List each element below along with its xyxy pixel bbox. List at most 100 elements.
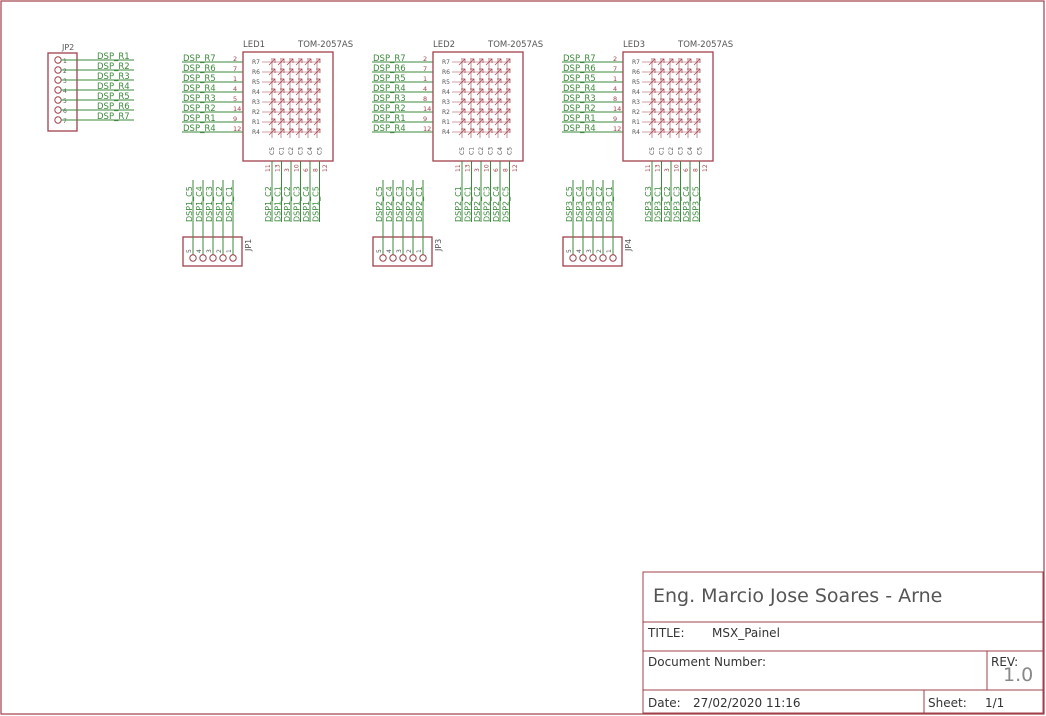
row-net-label: DSP_R1: [183, 114, 216, 124]
column-pin-number: 3: [664, 168, 671, 172]
connector-net-label: DSP1_C2: [215, 186, 224, 222]
header-pin-number: 3: [63, 78, 67, 85]
column-label: C2: [478, 147, 485, 155]
led-diode-mark: [693, 108, 701, 116]
matrix-value: TOM-2057AS: [677, 40, 733, 50]
led-diode-mark: [467, 128, 475, 136]
row-net-label: DSP_R6: [563, 64, 596, 74]
connector-net-label: DSP1_C5: [185, 186, 194, 222]
column-pin-number: 13: [655, 164, 662, 172]
led-diode-mark: [313, 128, 321, 136]
led-diode-mark: [693, 98, 701, 106]
company-name: Eng. Marcio Jose Soares - Arne: [653, 585, 942, 607]
column-pin-number: 13: [465, 164, 472, 172]
led-diode-mark: [485, 118, 493, 126]
row-pin-number: 7: [233, 65, 237, 73]
row-pin-number: 2: [233, 55, 237, 63]
led-diode-mark: [675, 78, 683, 86]
column-net-label: DSP1_C3: [293, 186, 302, 222]
row-label: R6: [442, 69, 450, 76]
led-diode-mark: [693, 118, 701, 126]
connector-pin-circle: [599, 254, 607, 262]
row-label: R6: [632, 69, 640, 76]
header-pin-circle: [54, 86, 62, 94]
led-diode-mark: [295, 128, 303, 136]
row-pin-number: 9: [423, 115, 427, 123]
connector-pin-circle: [379, 254, 387, 262]
led-diode-mark: [657, 128, 665, 136]
column-net-label: DSP1_C2: [283, 186, 292, 222]
led-diode-mark: [268, 118, 276, 126]
led-diode-mark: [458, 78, 466, 86]
row-label: R3: [252, 99, 260, 106]
row-pin-number: 2: [423, 55, 427, 63]
matrix-value: TOM-2057AS: [297, 40, 353, 50]
row-label: R7: [252, 59, 260, 66]
led-diode-mark: [648, 108, 656, 116]
led-diode-mark: [684, 88, 692, 96]
row-net-label: DSP_R1: [373, 114, 406, 124]
date-value: 27/02/2020 11:16: [693, 696, 801, 710]
connector-pin-number: 5: [376, 249, 383, 253]
led-diode-mark: [675, 118, 683, 126]
row-pin-number: 8: [423, 95, 427, 103]
connector-net-label: DSP3_C3: [585, 186, 594, 222]
led-diode-mark: [313, 98, 321, 106]
connector-pin-number: 1: [226, 249, 233, 253]
row-net-label: DSP_R2: [183, 104, 216, 114]
matrix-name: LED1: [243, 40, 265, 50]
led-diode-mark: [485, 58, 493, 66]
led-diode-mark: [476, 98, 484, 106]
rev-value: 1.0: [1003, 664, 1033, 686]
row-pin-number: 1: [423, 75, 427, 83]
row-label: R2: [252, 109, 260, 116]
connector-pin-circle: [189, 254, 197, 262]
led-diode-mark: [675, 58, 683, 66]
column-pin-number: 8: [693, 168, 700, 172]
led-diode-mark: [693, 128, 701, 136]
led-diode-mark: [458, 128, 466, 136]
row-label: R3: [632, 99, 640, 106]
led-diode-mark: [684, 108, 692, 116]
header-pin-circle: [54, 96, 62, 104]
column-net-label: DSP1_C4: [302, 186, 311, 222]
led-diode-mark: [476, 78, 484, 86]
row-label: R4: [252, 89, 260, 96]
led-diode-mark: [277, 98, 285, 106]
connector-name: JP1: [244, 239, 253, 252]
led-diode-mark: [268, 108, 276, 116]
led-diode-mark: [476, 68, 484, 76]
led-diode-mark: [494, 128, 502, 136]
led-diode-mark: [286, 108, 294, 116]
led-diode-mark: [467, 78, 475, 86]
row-net-label: DSP_R6: [183, 64, 216, 74]
connector-pin-circle: [409, 254, 417, 262]
led-diode-mark: [494, 58, 502, 66]
header-net-label: DSP_R5: [97, 92, 130, 102]
column-net-label: DSP3_C2: [663, 186, 672, 222]
header-pin-number: 1: [63, 58, 67, 65]
led-diode-mark: [693, 88, 701, 96]
led-diode-mark: [467, 108, 475, 116]
row-net-label: DSP_R1: [563, 114, 596, 124]
header-pin-circle: [54, 116, 62, 124]
row-label: R5: [442, 79, 450, 86]
column-label: C4: [497, 147, 504, 155]
connector-pin-circle: [579, 254, 587, 262]
led-diode-mark: [503, 78, 511, 86]
column-net-label: DSP2_C2: [473, 186, 482, 222]
led-diode-mark: [277, 108, 285, 116]
connector-pin-number: 5: [566, 249, 573, 253]
connector-jp4: JP4DSP3_C55DSP3_C44DSP3_C33DSP3_C22DSP3_…: [562, 180, 633, 267]
column-label: C4: [307, 147, 314, 155]
connector-net-label: DSP1_C1: [225, 186, 234, 222]
row-net-label: DSP_R6: [373, 64, 406, 74]
led-diode-mark: [503, 88, 511, 96]
header-pin-number: 2: [63, 68, 67, 75]
led-diode-mark: [648, 98, 656, 106]
connector-pin-number: 4: [196, 249, 203, 253]
row-net-label: DSP_R7: [563, 54, 596, 64]
row-pin-number: 14: [233, 105, 241, 113]
row-pin-number: 14: [423, 105, 431, 113]
row-label: R2: [442, 109, 450, 116]
